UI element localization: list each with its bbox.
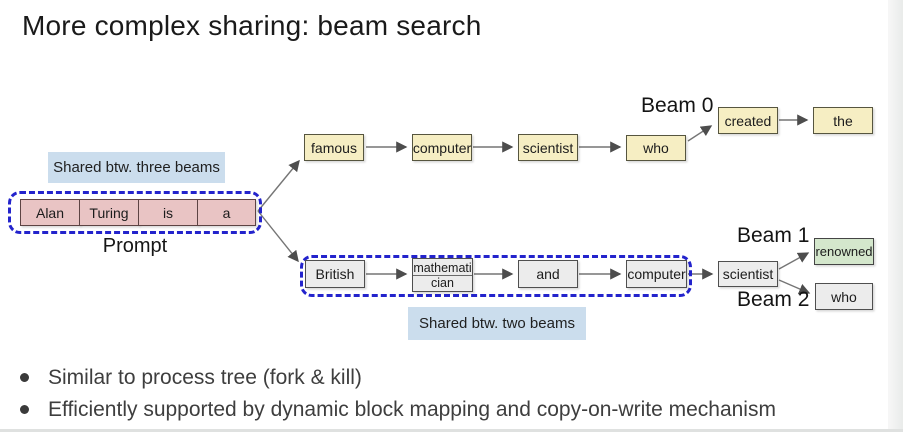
- shared-two-outline: [300, 255, 692, 297]
- token-the: the: [813, 107, 873, 134]
- token-mathematician-line1: mathemati: [413, 260, 472, 276]
- token-who-top: who: [626, 135, 686, 161]
- bullet-item-2: Efficiently supported by dynamic block m…: [48, 398, 776, 421]
- token-renowned: renowned: [814, 238, 874, 265]
- right-edge-band: [888, 0, 903, 432]
- bullet-dot: [20, 373, 29, 382]
- token-famous: famous: [304, 134, 364, 161]
- bottom-edge-band: [0, 429, 903, 432]
- token-scientist-bottom: scientist: [718, 261, 778, 287]
- prompt-shared-outline: [8, 191, 262, 234]
- shared-two-beams-label: Shared btw. two beams: [408, 307, 586, 340]
- beam0-label: Beam 0: [641, 94, 714, 117]
- arrow-prompt-to-famous: [257, 159, 300, 212]
- token-and: and: [518, 260, 578, 288]
- token-mathematician: mathemati cian: [412, 258, 473, 292]
- token-scientist-top: scientist: [518, 134, 578, 161]
- token-who-bottom: who: [815, 283, 873, 310]
- prompt-token-turing: Turing: [79, 199, 139, 226]
- arrow-who-created: [687, 125, 713, 142]
- prompt-label: Prompt: [102, 235, 168, 257]
- token-computer-bottom: computer: [626, 260, 687, 288]
- prompt-token-a: a: [197, 199, 256, 226]
- slide-title: More complex sharing: beam search: [22, 10, 482, 41]
- token-mathematician-line2: cian: [431, 275, 454, 290]
- bullet-item-1: Similar to process tree (fork & kill): [48, 366, 362, 389]
- arrow-prompt-to-british: [257, 210, 299, 263]
- prompt-token-is: is: [138, 199, 198, 226]
- bullet-dot: [20, 405, 29, 414]
- prompt-token-alan: Alan: [20, 199, 80, 226]
- arrow-scientist2-renowned: [778, 252, 810, 270]
- token-computer-top: computer: [412, 134, 472, 161]
- beam1-label: Beam 1: [737, 224, 810, 247]
- token-british: British: [305, 260, 365, 288]
- beam2-label: Beam 2: [737, 288, 810, 311]
- shared-three-beams-label: Shared btw. three beams: [48, 152, 225, 183]
- token-created: created: [718, 107, 778, 134]
